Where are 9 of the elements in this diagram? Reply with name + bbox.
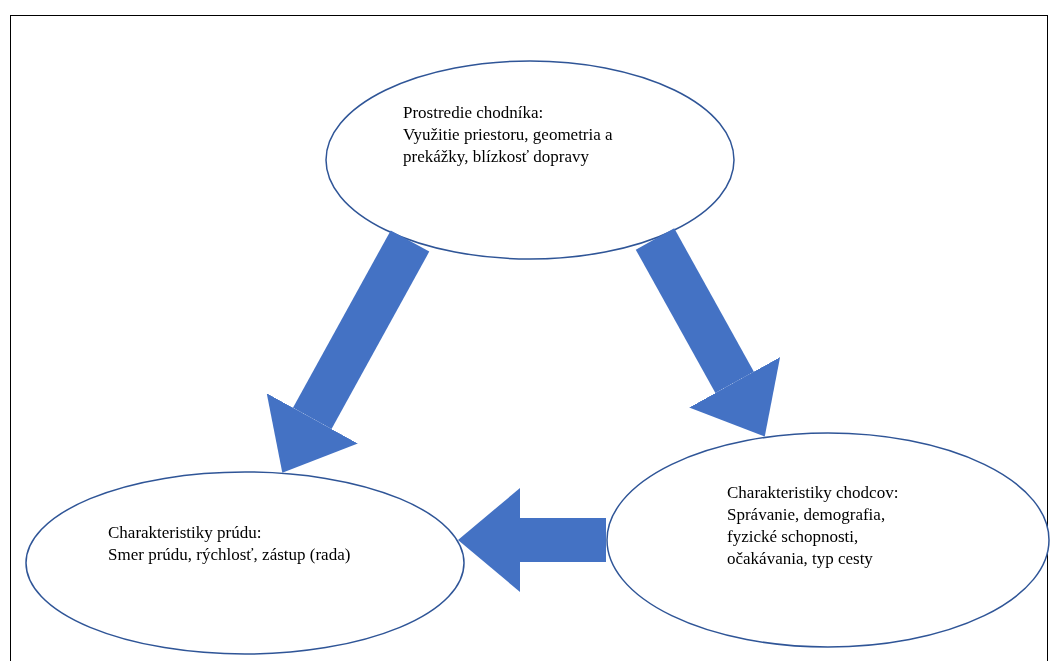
block-arrow <box>458 488 606 592</box>
node-description: Využitie priestoru, geometria a prekážky, blízkosť dopravy <box>403 124 614 168</box>
node-heading: Prostredie chodníka: <box>403 102 545 124</box>
node-description: Správanie, demografia, fyzické schopnosti, očakávania, typ cesty <box>727 504 887 570</box>
node-description: Smer prúdu, rýchlosť, zástup (rada) <box>108 544 352 566</box>
node-heading: Charakteristiky chodcov: <box>727 482 900 504</box>
node-heading: Charakteristiky prúdu: <box>108 522 263 544</box>
block-arrow <box>266 230 430 473</box>
block-arrow <box>635 228 781 437</box>
